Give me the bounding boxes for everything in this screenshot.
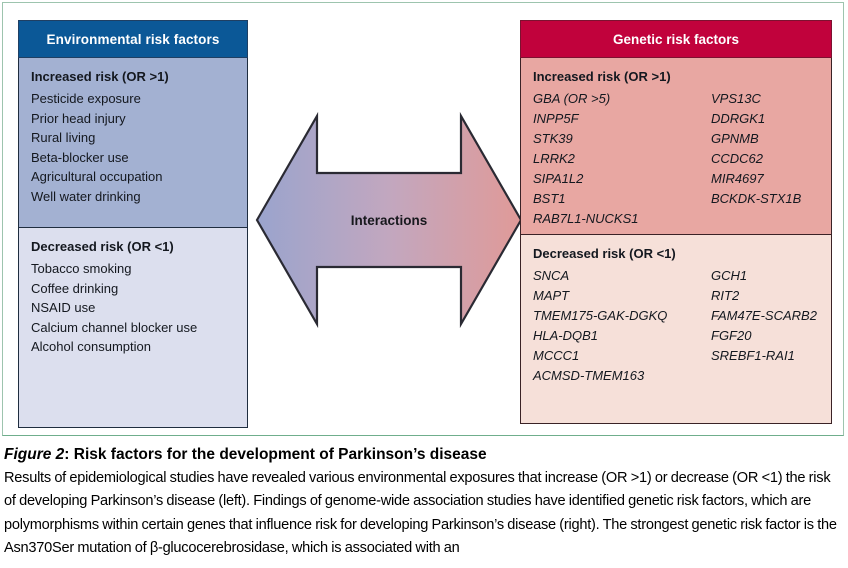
gene-item: SREBF1-RAI1 [711, 348, 795, 363]
list-item: Well water drinking [31, 188, 141, 204]
list-item: Prior head injury [31, 110, 126, 126]
gene-item [711, 209, 831, 229]
gene-item: ACMSD-TMEM163 [533, 368, 645, 383]
genetic-decreased-section: Decreased risk (OR <1) SNCA GCH1 MAPT RI… [520, 235, 832, 424]
gene-item: INPP5F [533, 111, 579, 126]
list-item: Coffee drinking [31, 280, 119, 296]
gene-item: STK39 [533, 131, 573, 146]
list-item: Beta-blocker use [31, 149, 129, 165]
environmental-panel-title: Environmental risk factors [46, 31, 220, 47]
genetic-increased-grid: GBA (OR >5) VPS13C INPP5F DDRGK1 STK39 G… [533, 89, 831, 229]
genetic-increased-section: Increased risk (OR >1) GBA (OR >5) VPS13… [520, 58, 832, 235]
double-headed-arrow-icon [255, 112, 523, 328]
figure-caption: Figure 2: Risk factors for the developme… [4, 444, 844, 564]
gene-item [711, 366, 831, 386]
gene-item: CCDC62 [711, 151, 764, 166]
gene-item: HLA-DQB1 [533, 328, 599, 343]
gene-item: TMEM175-GAK-DGKQ [533, 308, 668, 323]
genetic-decreased-title: Decreased risk (OR <1) [533, 246, 676, 261]
gene-item: LRRK2 [533, 151, 575, 166]
gene-item: MIR4697 [711, 171, 764, 186]
list-item: Agricultural occupation [31, 169, 163, 184]
list-item: Alcohol consumption [31, 339, 151, 354]
gene-item: VPS13C [711, 91, 761, 106]
gene-item: GCH1 [711, 268, 748, 283]
figure-caption-title: Figure 2: Risk factors for the developme… [4, 444, 844, 466]
gene-item: MCCC1 [533, 348, 580, 363]
gene-item: SIPA1L2 [533, 171, 584, 186]
list-item: Pesticide exposure [31, 91, 141, 106]
gene-item: BCKDK-STX1B [711, 191, 802, 206]
gene-item: BST1 [533, 191, 566, 206]
figure-title-text: : Risk factors for the development of Pa… [64, 446, 487, 463]
gene-item: GPNMB [711, 131, 759, 146]
genetic-panel-title: Genetic risk factors [612, 31, 740, 47]
genetic-risk-panel: Genetic risk factors Increased risk (OR … [520, 20, 832, 424]
genetic-increased-title: Increased risk (OR >1) [533, 69, 671, 84]
genetic-decreased-grid: SNCA GCH1 MAPT RIT2 TMEM175-GAK-DGKQ FAM… [533, 266, 831, 386]
gene-item: SNCA [533, 268, 570, 283]
gene-item: FGF20 [711, 328, 752, 343]
gene-item: MAPT [533, 288, 570, 303]
list-item: Rural living [31, 130, 96, 145]
environmental-risk-panel: Environmental risk factors Increased ris… [18, 20, 248, 428]
environmental-decreased-title: Decreased risk (OR <1) [31, 239, 174, 254]
genetic-panel-header: Genetic risk factors [520, 20, 832, 58]
figure-number-label: Figure 2 [4, 446, 65, 463]
list-item: Tobacco smoking [31, 261, 132, 276]
gene-item: GBA (OR >5) [533, 91, 611, 106]
list-item: Calcium channel blocker use [31, 319, 198, 335]
gene-item: FAM47E-SCARB2 [711, 308, 817, 323]
environmental-panel-header: Environmental risk factors [18, 20, 248, 58]
figure-caption-body: Results of epidemiological studies have … [4, 470, 837, 557]
interactions-arrow: Interactions [255, 112, 523, 328]
gene-item: RAB7L1-NUCKS1 [533, 211, 639, 226]
environmental-increased-section: Increased risk (OR >1) Pesticide exposur… [18, 58, 248, 228]
gene-item: RIT2 [711, 288, 740, 303]
environmental-decreased-section: Decreased risk (OR <1) Tobacco smoking C… [18, 228, 248, 428]
list-item: NSAID use [31, 300, 96, 315]
environmental-increased-title: Increased risk (OR >1) [31, 69, 169, 84]
gene-item: DDRGK1 [711, 111, 766, 126]
